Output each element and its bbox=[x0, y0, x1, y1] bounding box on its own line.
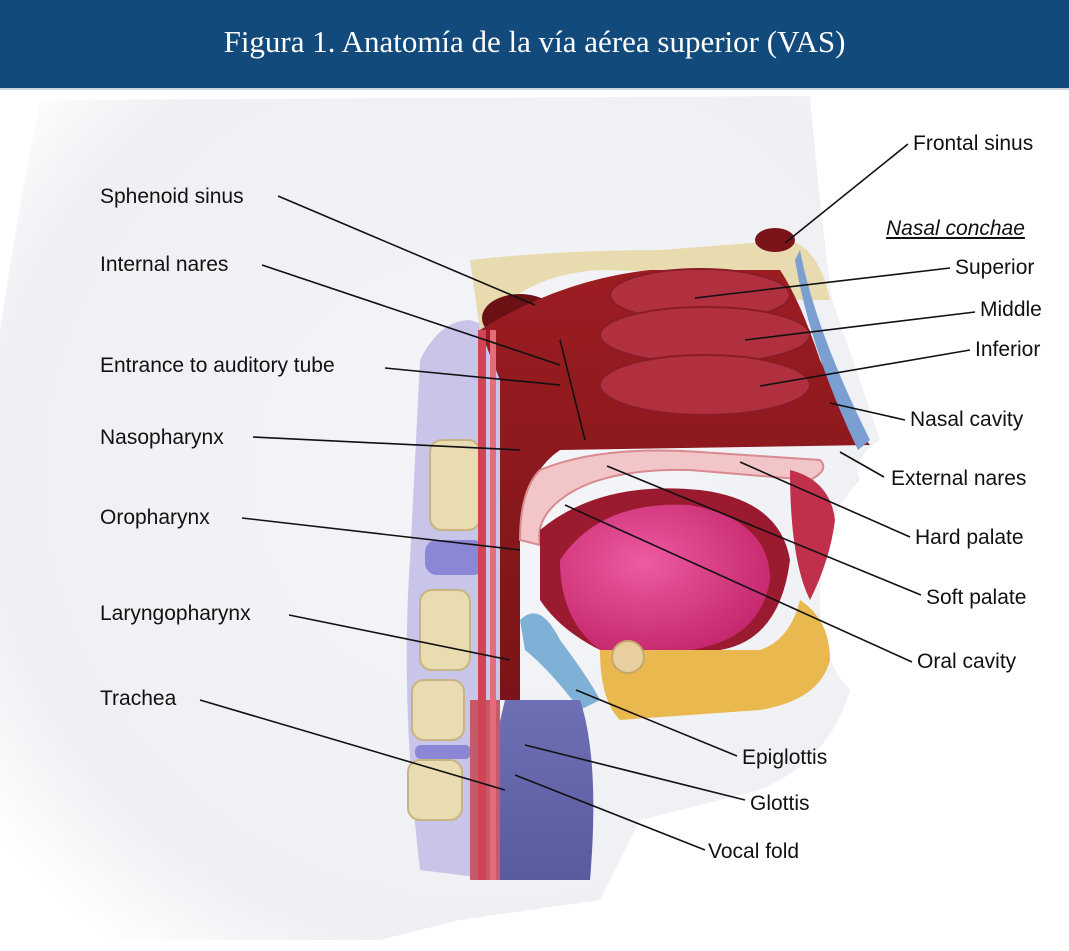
label-entrance-auditory-tube: Entrance to auditory tube bbox=[100, 354, 335, 378]
label-trachea: Trachea bbox=[100, 687, 176, 711]
label-nasal-conchae: Nasal conchae bbox=[886, 217, 1025, 241]
figure-header: Figura 1. Anatomía de la vía aérea super… bbox=[0, 0, 1069, 90]
label-oropharynx: Oropharynx bbox=[100, 506, 210, 530]
label-inferior: Inferior bbox=[975, 338, 1040, 362]
label-frontal-sinus: Frontal sinus bbox=[913, 132, 1033, 156]
pharyngeal-wall bbox=[478, 330, 486, 880]
label-external-nares: External nares bbox=[891, 467, 1026, 491]
label-internal-nares: Internal nares bbox=[100, 253, 228, 277]
figure-title: Figura 1. Anatomía de la vía aérea super… bbox=[0, 24, 1069, 60]
hyoid bbox=[612, 641, 644, 673]
label-nasal-cavity: Nasal cavity bbox=[910, 408, 1023, 432]
label-nasopharynx: Nasopharynx bbox=[100, 426, 224, 450]
anatomy-diagram: Frontal sinus Sphenoid sinus Nasal conch… bbox=[0, 90, 1069, 951]
label-soft-palate: Soft palate bbox=[926, 586, 1026, 610]
label-epiglottis: Epiglottis bbox=[742, 746, 827, 770]
label-vocal-fold: Vocal fold bbox=[708, 840, 799, 864]
label-superior: Superior bbox=[955, 256, 1034, 280]
label-sphenoid-sinus: Sphenoid sinus bbox=[100, 185, 244, 209]
label-oral-cavity: Oral cavity bbox=[917, 650, 1016, 674]
label-glottis: Glottis bbox=[750, 792, 810, 816]
pharyngeal-wall-2 bbox=[490, 330, 496, 880]
label-hard-palate: Hard palate bbox=[915, 526, 1024, 550]
label-laryngopharynx: Laryngopharynx bbox=[100, 602, 251, 626]
label-middle: Middle bbox=[980, 298, 1042, 322]
